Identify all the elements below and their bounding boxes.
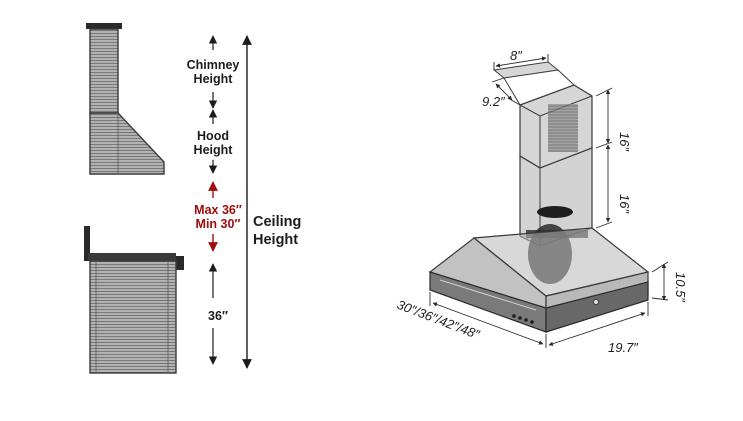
chimney-height-label-2: Height xyxy=(194,72,234,86)
ceiling-height-annotation: Ceiling Height xyxy=(242,35,301,369)
upper-chimney-dimension: 16″ xyxy=(617,132,632,151)
blower-top xyxy=(537,206,573,218)
side-view-range xyxy=(84,226,184,374)
control-button-icon xyxy=(524,318,528,322)
hood-depth-dimension: 19.7″ xyxy=(608,340,638,355)
isometric-dimensions xyxy=(429,54,669,348)
clearance-annotation: Max 36″ Min 30″ xyxy=(194,181,242,252)
chimney-body xyxy=(89,28,119,114)
duct-coil-upper xyxy=(548,104,578,152)
range-backguard xyxy=(84,226,90,261)
range-body xyxy=(89,260,177,374)
hood-height-label-1: Hood xyxy=(197,129,229,143)
lower-chimney-dimension: 16″ xyxy=(617,194,632,213)
range-knob xyxy=(176,256,184,270)
control-button-icon xyxy=(530,320,534,324)
side-view-hood xyxy=(86,23,165,175)
ceiling-height-label-1: Ceiling xyxy=(253,214,301,230)
chimney-width-dimension: 8″ xyxy=(510,48,522,63)
hood-height-annotation: Hood Height xyxy=(194,109,234,174)
hood-canopy xyxy=(89,112,165,175)
hood-height-label-2: Height xyxy=(194,143,234,157)
counter-height-annotation: 36″ xyxy=(208,263,228,365)
max-clearance-label: Max 36″ xyxy=(194,203,242,217)
counter-height-label: 36″ xyxy=(208,309,228,323)
ceiling-height-label-2: Height xyxy=(253,232,298,248)
control-button-icon xyxy=(512,314,516,318)
chimney-height-annotation: Chimney Height xyxy=(187,35,240,109)
hood-height-dimension: 10.5″ xyxy=(673,272,688,302)
range-cooktop xyxy=(88,253,176,261)
isometric-hood xyxy=(428,61,650,333)
chimney-cap xyxy=(86,23,122,29)
control-button-icon xyxy=(518,316,522,320)
chimney-height-label-1: Chimney xyxy=(187,58,240,72)
min-clearance-label: Min 30″ xyxy=(196,217,241,231)
chimney-depth-dimension: 9.2″ xyxy=(482,94,505,109)
indicator-light-icon xyxy=(593,299,599,305)
